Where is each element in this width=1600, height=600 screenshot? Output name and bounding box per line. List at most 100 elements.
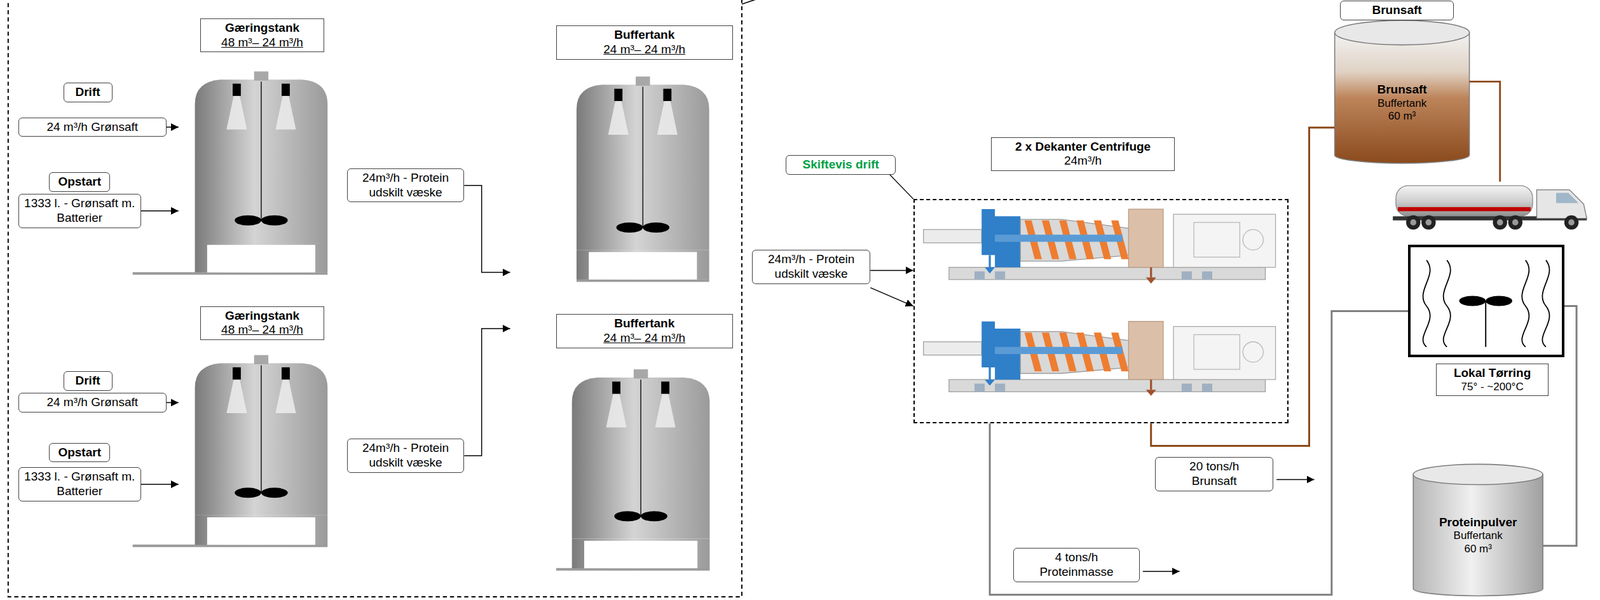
tank-body: [572, 377, 711, 540]
truck-hub: [1497, 219, 1504, 226]
tank-nozzle: [633, 369, 648, 379]
fan-blade: [1485, 296, 1513, 307]
tank-body: [195, 79, 329, 243]
leader-line: [741, 0, 758, 4]
tank-nozzle: [635, 76, 650, 86]
node-title: Drift: [68, 373, 108, 389]
node-text: 24 m³– 24 m³/h: [561, 331, 728, 346]
spray-nozzle: [232, 83, 241, 96]
node-title: Opstart: [54, 174, 105, 190]
truck-wheel: [1492, 215, 1507, 230]
process-box: Brunsaft: [1340, 0, 1455, 21]
agitator-shaft: [260, 81, 262, 220]
agitator-shaft: [260, 365, 262, 494]
decanter-motor: [1173, 214, 1276, 267]
flow-connector: [166, 126, 179, 128]
agitator-shaft: [642, 86, 644, 228]
tank-node: Gæringstank48 m³– 24 m³/h: [178, 306, 332, 547]
truck-cab: [1536, 190, 1587, 219]
spray-cone: [275, 95, 296, 130]
decanter-motor: [1173, 326, 1276, 380]
tank-base-opening: [207, 244, 316, 273]
spray-nozzle: [281, 83, 290, 96]
process-box: Drift: [63, 82, 113, 103]
node-text: 60 m³: [1334, 109, 1470, 123]
node-text: 24m³/h: [996, 153, 1170, 169]
tank-body: [1413, 474, 1543, 596]
spray-cone: [275, 379, 296, 414]
motor-detail: [1242, 341, 1264, 363]
heading-box: Gæringstank48 m³– 24 m³/h: [200, 306, 325, 341]
callout-arrow: [1142, 570, 1180, 572]
decanter-feed-tube: [994, 234, 1123, 242]
tank-body: [576, 84, 710, 250]
node-text: 60 m³: [1413, 542, 1543, 556]
node-title: 2 x Dekanter Centrifuge: [996, 139, 1170, 155]
process-box: 1333 l. - Grønsaft m. Batterier: [18, 467, 142, 502]
tank-nozzle: [254, 355, 269, 365]
truck-wheel: [1421, 215, 1436, 230]
tank-node: Buffertank24 m³– 24 m³/h: [510, 25, 730, 281]
liquid-outlet: [988, 367, 991, 380]
tank-base: [195, 242, 329, 273]
tank-base: [576, 249, 710, 280]
truck-wheel: [1564, 215, 1579, 230]
solids-outlet: [1149, 267, 1152, 278]
decanter-foot: [994, 383, 1006, 393]
spray-nozzle: [661, 381, 670, 394]
tank-nozzle: [254, 71, 269, 81]
floor-line: [132, 272, 329, 275]
node-title: Gæringstank: [205, 20, 320, 36]
process-box: Opstart: [48, 172, 110, 192]
decanter-feed-pipe: [923, 229, 982, 243]
tank-base: [572, 539, 711, 569]
decanter-foot: [994, 271, 1006, 280]
heat-wave: [1521, 259, 1529, 347]
node-title: 24m³/h - Protein udskilt væske: [353, 170, 459, 201]
flow-connector: [1542, 306, 1577, 547]
node-title: Gæringstank: [205, 308, 320, 324]
floor-line: [132, 544, 329, 548]
tank-node: Gæringstank48 m³– 24 m³/h: [178, 18, 332, 276]
tank-base-opening: [584, 540, 698, 569]
flow-connector: [166, 402, 179, 404]
spray-cone: [655, 394, 676, 428]
flow-connector: [870, 287, 913, 307]
decanter-foot: [1202, 271, 1213, 280]
solids-housing: [1128, 209, 1164, 267]
node-title: Buffertank: [561, 316, 728, 332]
node-title: 4 tons/h Proteinmasse: [1032, 550, 1122, 580]
node-title: Opstart: [54, 445, 105, 461]
process-box: 24m³/h - Protein udskilt væske: [347, 168, 465, 203]
node-title: 24 m³/h Grønsaft: [23, 395, 162, 411]
truck-wheel: [1508, 215, 1523, 230]
spray-nozzle: [614, 88, 623, 102]
spray-nozzle: [612, 381, 621, 394]
decanter-foot: [974, 383, 985, 393]
heat-wave: [1423, 259, 1431, 347]
decanter-feed-pipe: [923, 341, 982, 356]
flow-connector: [989, 311, 1409, 595]
node-title: 24 m³/h Grønsaft: [23, 120, 162, 135]
flow-connector: [870, 270, 913, 272]
agitator-blade: [261, 487, 288, 498]
process-box: 24 m³/h Grønsaft: [18, 117, 167, 138]
process-box: 20 tons/h Brunsaft: [1155, 457, 1274, 492]
node-title: Drift: [68, 85, 108, 100]
truck-stripe: [1397, 207, 1531, 212]
callout-arrow: [1276, 479, 1314, 480]
agitator-shaft: [640, 379, 642, 517]
heat-wave: [1542, 259, 1550, 347]
truck-hub: [1568, 219, 1575, 226]
truck-hub: [1409, 219, 1417, 226]
motor-detail: [1242, 229, 1264, 250]
decanter-frame: [949, 379, 1266, 392]
truck-hub: [1425, 219, 1433, 226]
illustration-group: [8, 0, 1587, 597]
process-box: 4 tons/h Proteinmasse: [1013, 547, 1140, 583]
heading-box: Gæringstank48 m³– 24 m³/h: [200, 18, 325, 53]
flow-connector: [464, 328, 510, 456]
process-box: 1333 l. - Grønsaft m. Batterier: [18, 193, 142, 229]
agitator-blade: [640, 511, 668, 522]
